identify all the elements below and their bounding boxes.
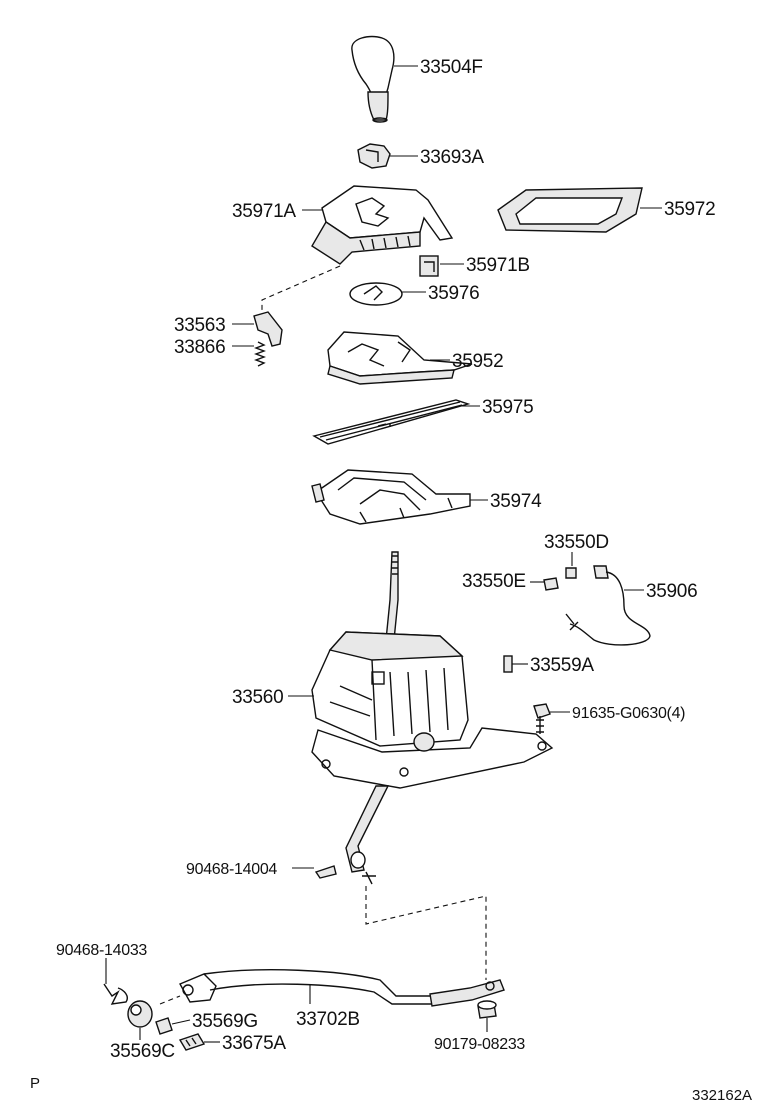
label-33563: 33563: [174, 315, 225, 336]
shift-knob: [351, 35, 418, 123]
label-90468-14004: 90468-14004: [186, 861, 277, 878]
rod-collar: [155, 1017, 191, 1035]
label-35971B: 35971B: [466, 255, 530, 276]
label-35975: 35975: [482, 397, 533, 418]
label-35952: 35952: [452, 351, 503, 372]
indicator-housing: [302, 185, 454, 265]
label-35976: 35976: [428, 283, 479, 304]
label-91635-G0630: 91635-G0630(4): [572, 705, 685, 722]
label-35972: 35972: [664, 199, 715, 220]
rod-pin: [178, 1033, 220, 1051]
rod-bushing: [127, 1000, 153, 1040]
label-90468-14033: 90468-14033: [56, 942, 147, 959]
lever-spring: [232, 341, 266, 367]
arm-clip: [292, 865, 337, 879]
label-33550D: 33550D: [544, 532, 609, 553]
assembly-guide-line: [261, 265, 341, 314]
corner-label-left: P: [30, 1075, 40, 1092]
knob-clip: [357, 143, 418, 169]
label-35569C: 35569C: [110, 1041, 175, 1062]
diagram-reference-code: 332162A: [692, 1087, 752, 1104]
rod-clip: [103, 958, 128, 1005]
rod-nut: [477, 1000, 497, 1032]
trim-ring: [497, 187, 662, 233]
label-33559A: 33559A: [530, 655, 594, 676]
mount-bolt: [533, 703, 570, 734]
lock-solenoid-parts: [503, 552, 651, 673]
label-33504F: 33504F: [420, 57, 483, 78]
label-90179-08233: 90179-08233: [434, 1036, 525, 1053]
shift-lever-assembly: [288, 551, 554, 885]
label-33702B: 33702B: [296, 1009, 360, 1030]
label-35569G: 35569G: [192, 1011, 258, 1032]
lock-lever: [232, 311, 283, 347]
label-33560: 33560: [232, 687, 283, 708]
label-35906: 35906: [646, 581, 697, 602]
position-indicator: [327, 331, 473, 385]
rod-guide-line: [365, 886, 487, 980]
label-35974: 35974: [490, 491, 542, 512]
label-33866: 33866: [174, 337, 225, 358]
label-33693A: 33693A: [420, 147, 484, 168]
indicator-base: [311, 469, 488, 525]
control-rod: [159, 969, 505, 1007]
slide-plate: [312, 399, 480, 445]
slide-disc: [349, 282, 426, 306]
bulb-socket: [419, 255, 464, 277]
label-35971A: 35971A: [232, 201, 296, 222]
label-33675A: 33675A: [222, 1033, 286, 1054]
label-33550E: 33550E: [462, 571, 526, 592]
